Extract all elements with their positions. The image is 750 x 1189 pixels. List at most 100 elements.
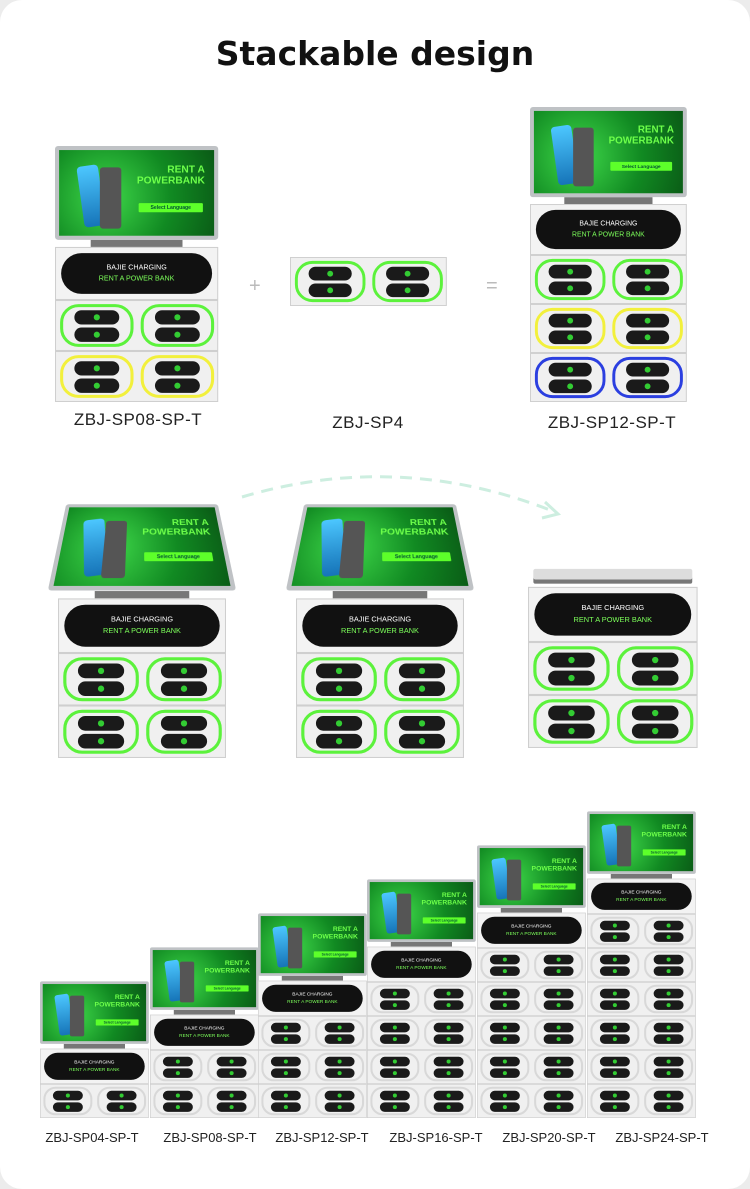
slot-group (534, 951, 583, 980)
powerbank-slot (653, 966, 683, 976)
powerbank-image (573, 127, 594, 186)
screen-display: RENT A POWERBANKSelect Language (153, 950, 256, 1007)
powerbank-slot (163, 1102, 193, 1112)
powerbank-slot (600, 954, 630, 964)
powerbank-slot (163, 1068, 193, 1078)
powerbank-module (477, 1050, 586, 1084)
brand-panel: BAJIE CHARGINGRENT A POWER BANK (371, 951, 472, 978)
slot-group (480, 1087, 529, 1116)
slot-group (60, 304, 133, 347)
powerbank-slot (398, 715, 444, 730)
powerbank-slot (543, 1000, 573, 1010)
screen-display: RENT A POWERBANKSelect Language (480, 848, 583, 905)
powerbank-slot (154, 310, 199, 324)
powerbank-slot (160, 681, 206, 696)
screen-stand (91, 240, 183, 247)
select-language-button: Select Language (144, 552, 214, 561)
powerbank-slot (324, 1022, 354, 1032)
slot-group (534, 1053, 583, 1082)
slot-group (207, 1087, 256, 1116)
brand-name: BAJIE CHARGING (154, 1026, 255, 1031)
powerbank-slot (433, 1022, 463, 1032)
powerbank-slot (548, 379, 591, 393)
slot-group (644, 1087, 693, 1116)
kiosk-screen: RENT A POWERBANKSelect Language (367, 879, 476, 942)
powerbank-slot (433, 1000, 463, 1010)
powerbank-image (397, 893, 411, 934)
powerbank-slot (490, 988, 520, 998)
screen-headline: RENT A POWERBANK (133, 519, 212, 537)
powerbank-slot (600, 988, 630, 998)
screen-headline: RENT A POWERBANK (371, 519, 450, 537)
powerbank-slot (433, 988, 463, 998)
powerbank-slot (548, 652, 595, 667)
powerbank-slot (380, 1090, 410, 1100)
powerbank-slot (324, 1056, 354, 1066)
powerbank-slot (626, 379, 669, 393)
powerbank-slot (548, 670, 595, 685)
powerbank-slot (600, 1068, 630, 1078)
kiosk-screen: RENT A POWERBANKSelect Language (40, 981, 149, 1044)
kiosk-screen: RENT A POWERBANKSelect Language (587, 811, 696, 874)
powerbank-module (587, 948, 696, 982)
screen-display: RENT A POWERBANKSelect Language (370, 882, 473, 939)
slot-group (63, 710, 139, 754)
slogan: RENT A POWER BANK (64, 628, 219, 635)
powerbank-slot (626, 362, 669, 376)
screen-display: RENT A POWERBANKSelect Language (291, 507, 468, 586)
powerbank-slot (271, 1090, 301, 1100)
powerbank-slot (490, 1102, 520, 1112)
powerbank-image (617, 825, 631, 866)
select-language-button: Select Language (313, 951, 356, 957)
powerbank-slot (106, 1102, 136, 1112)
model-label: ZBJ-SP12-SP-T (275, 1130, 368, 1145)
select-language-button: Select Language (138, 203, 203, 212)
powerbank-slot (543, 1068, 573, 1078)
screen-display: RENT A POWERBANKSelect Language (59, 150, 214, 236)
powerbank-module (367, 1016, 476, 1050)
select-language-button: Select Language (422, 917, 465, 923)
powerbank-slot (548, 281, 591, 295)
powerbank-slot (626, 313, 669, 327)
powerbank-slot (600, 1022, 630, 1032)
slot-group (534, 1019, 583, 1048)
powerbank-slot (380, 1034, 410, 1044)
slot-group (644, 917, 693, 946)
screen-headline: RENT A POWERBANK (525, 858, 577, 872)
powerbank-slot (600, 1000, 630, 1010)
powerbank-slot (315, 681, 361, 696)
powerbank-module (150, 1050, 259, 1084)
slot-group (301, 657, 377, 701)
powerbank-module (58, 706, 226, 759)
brand-panel: BAJIE CHARGINGRENT A POWER BANK (44, 1053, 145, 1080)
powerbank-slot (600, 1090, 630, 1100)
powerbank-slot (548, 313, 591, 327)
powerbank-slot (154, 378, 199, 392)
header-module: BAJIE CHARGINGRENT A POWER BANK (296, 598, 464, 653)
slot-group (370, 985, 419, 1014)
powerbank-slot (490, 954, 520, 964)
slot-group (590, 917, 639, 946)
powerbank-slot (216, 1102, 246, 1112)
brand-name: BAJIE CHARGING (302, 616, 457, 623)
powerbank-slot (386, 283, 429, 297)
powerbank-slot (543, 966, 573, 976)
powerbank-module (290, 257, 447, 306)
select-language-button: Select Language (642, 849, 685, 855)
header-module: BAJIE CHARGINGRENT A POWER BANK (58, 598, 226, 653)
powerbank-slot (600, 1102, 630, 1112)
slot-group (424, 985, 473, 1014)
kiosk-row3-2: RENT A POWERBANKSelect LanguageBAJIE CHA… (150, 947, 259, 1118)
screen-display: RENT A POWERBANK Select Language (53, 507, 230, 586)
powerbank-slot (626, 330, 669, 344)
kiosk-sp08: RENT A POWERBANKSelect LanguageBAJIE CHA… (55, 146, 218, 402)
kiosk-upright-screen: RENT A POWERBANK Select LanguageBAJIE CHA… (58, 494, 226, 758)
powerbank-module (587, 1084, 696, 1118)
powerbank-slot (433, 1102, 463, 1112)
powerbank-slot (163, 1090, 193, 1100)
powerbank-slot (490, 1068, 520, 1078)
powerbank-slot (74, 327, 119, 341)
module-sp4 (290, 257, 447, 306)
powerbank-image (99, 167, 121, 229)
powerbank-slot (74, 361, 119, 375)
